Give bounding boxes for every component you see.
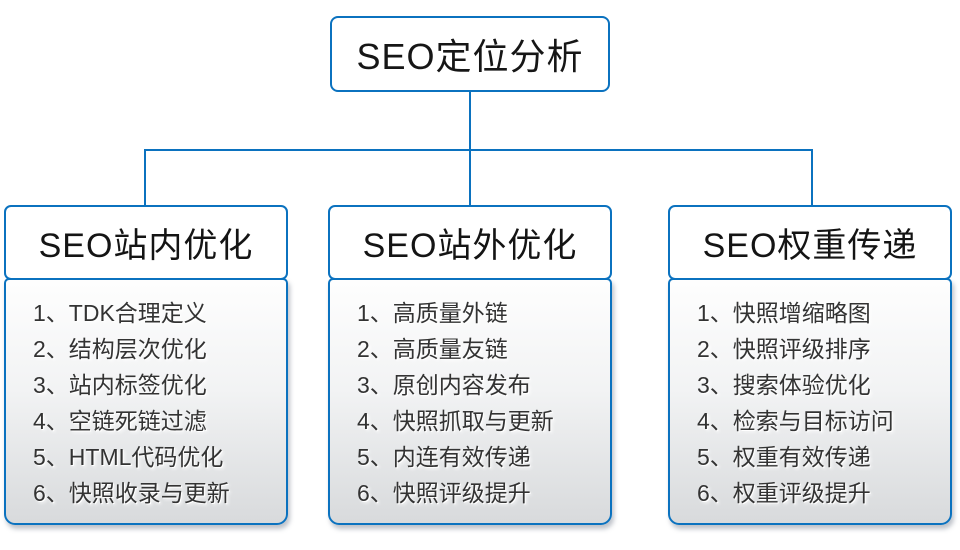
connector-root-stem	[469, 92, 471, 149]
list-item: 3、搜索体验优化	[697, 372, 871, 398]
list-item: 1、TDK合理定义	[33, 300, 207, 326]
list-item: 2、结构层次优化	[33, 336, 207, 362]
branch-weight-header: SEO权重传递	[668, 205, 952, 280]
list-item: 4、检索与目标访问	[697, 408, 894, 434]
list-item: 1、快照增缩略图	[697, 300, 871, 326]
branch-onsite-header: SEO站内优化	[4, 205, 288, 280]
branch-offsite: SEO站外优化 1、高质量外链 2、高质量友链 3、原创内容发布 4、快照抓取与…	[328, 205, 612, 525]
connector-drop-right	[811, 149, 813, 205]
list-item: 3、站内标签优化	[33, 372, 207, 398]
root-node-label: SEO定位分析	[356, 36, 584, 77]
list-item: 2、快照评级排序	[697, 336, 871, 362]
branch-onsite-panel: 1、TDK合理定义 2、结构层次优化 3、站内标签优化 4、空链死链过滤 5、H…	[4, 278, 288, 525]
list-item: 5、权重有效传递	[697, 444, 871, 470]
branch-onsite-title: SEO站内优化	[38, 227, 254, 265]
branch-offsite-header: SEO站外优化	[328, 205, 612, 280]
list-item: 4、快照抓取与更新	[357, 408, 554, 434]
branch-weight-panel: 1、快照增缩略图 2、快照评级排序 3、搜索体验优化 4、检索与目标访问 5、权…	[668, 278, 952, 525]
branch-offsite-title: SEO站外优化	[362, 227, 578, 265]
list-item: 6、权重评级提升	[697, 480, 871, 506]
branch-weight: SEO权重传递 1、快照增缩略图 2、快照评级排序 3、搜索体验优化 4、检索与…	[668, 205, 952, 525]
list-item: 5、内连有效传递	[357, 444, 531, 470]
connector-drop-left	[144, 149, 146, 205]
list-item: 6、快照评级提升	[357, 480, 531, 506]
branch-onsite: SEO站内优化 1、TDK合理定义 2、结构层次优化 3、站内标签优化 4、空链…	[4, 205, 288, 525]
branch-offsite-panel: 1、高质量外链 2、高质量友链 3、原创内容发布 4、快照抓取与更新 5、内连有…	[328, 278, 612, 525]
list-item: 5、HTML代码优化	[33, 444, 224, 470]
list-item: 4、空链死链过滤	[33, 408, 207, 434]
list-item: 1、高质量外链	[357, 300, 508, 326]
list-item: 2、高质量友链	[357, 336, 508, 362]
root-node: SEO定位分析	[330, 16, 610, 92]
branch-weight-title: SEO权重传递	[702, 227, 918, 265]
list-item: 3、原创内容发布	[357, 372, 531, 398]
list-item: 6、快照收录与更新	[33, 480, 230, 506]
connector-horizontal-rail	[144, 149, 813, 151]
connector-drop-middle	[469, 149, 471, 205]
